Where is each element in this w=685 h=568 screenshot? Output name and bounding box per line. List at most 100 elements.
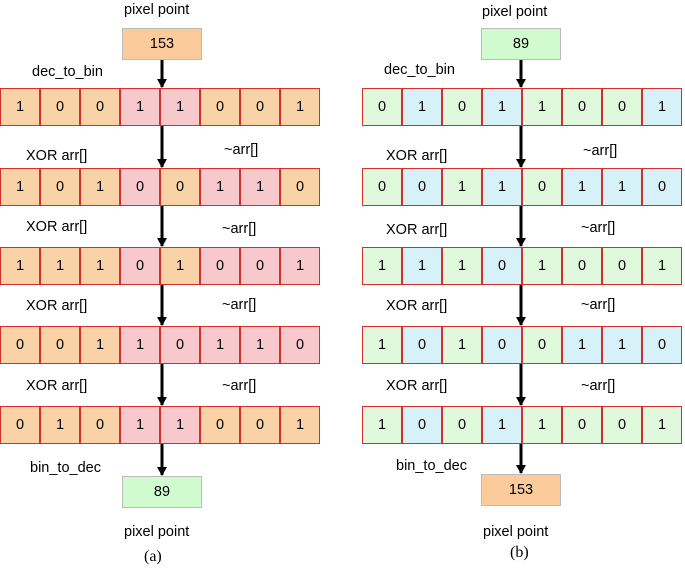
bit-cell: 1 bbox=[522, 88, 562, 126]
bit-cell: 1 bbox=[280, 247, 320, 285]
bit-cell: 1 bbox=[562, 326, 602, 364]
bit-cell: 0 bbox=[240, 88, 280, 126]
bit-cell: 0 bbox=[280, 326, 320, 364]
bit-cell: 0 bbox=[240, 406, 280, 444]
bit-cell: 1 bbox=[40, 247, 80, 285]
bit-cell: 1 bbox=[362, 406, 402, 444]
xor-label: XOR arr[] bbox=[386, 298, 448, 314]
bit-cell: 1 bbox=[362, 247, 402, 285]
bit-cell: 1 bbox=[120, 326, 160, 364]
xor-label: XOR arr[] bbox=[26, 219, 88, 235]
bit-cell: 1 bbox=[642, 88, 682, 126]
bit-cell: 0 bbox=[362, 168, 402, 206]
bit-cell: 1 bbox=[120, 88, 160, 126]
xor-label: XOR arr[] bbox=[26, 148, 88, 164]
bit-cell: 1 bbox=[642, 406, 682, 444]
top-pixel-point-label: pixel point bbox=[482, 4, 548, 20]
bit-cell: 0 bbox=[482, 247, 522, 285]
not-label: ~arr[] bbox=[222, 378, 257, 394]
bit-cell: 1 bbox=[0, 88, 40, 126]
bit-cell: 1 bbox=[642, 247, 682, 285]
bit-cell: 1 bbox=[240, 168, 280, 206]
bit-cell: 1 bbox=[160, 247, 200, 285]
bottom-pixel-point-label: pixel point bbox=[483, 524, 549, 540]
bit-cell: 1 bbox=[120, 406, 160, 444]
bit-cell: 1 bbox=[80, 168, 120, 206]
bit-cell: 1 bbox=[522, 406, 562, 444]
not-label: ~arr[] bbox=[224, 142, 259, 158]
xor-label: XOR arr[] bbox=[386, 378, 448, 394]
bit-cell: 1 bbox=[40, 406, 80, 444]
input-pixel-box: 153 bbox=[122, 28, 202, 60]
bit-cell: 0 bbox=[240, 247, 280, 285]
bit-cell: 0 bbox=[602, 406, 642, 444]
not-label: ~arr[] bbox=[222, 221, 257, 237]
bit-cell: 1 bbox=[402, 247, 442, 285]
bin-to-dec-label: bin_to_dec bbox=[30, 460, 101, 476]
bit-cell: 0 bbox=[442, 88, 482, 126]
bit-cell: 0 bbox=[160, 326, 200, 364]
caption: (a) bbox=[144, 548, 162, 565]
bit-cell: 0 bbox=[402, 326, 442, 364]
bit-cell: 1 bbox=[0, 168, 40, 206]
bit-cell: 0 bbox=[40, 88, 80, 126]
bit-cell: 0 bbox=[522, 168, 562, 206]
output-pixel-box: 153 bbox=[481, 474, 561, 506]
bit-cell: 1 bbox=[80, 247, 120, 285]
bit-cell: 1 bbox=[482, 168, 522, 206]
bit-cell: 1 bbox=[362, 326, 402, 364]
bit-cell: 1 bbox=[160, 406, 200, 444]
bit-cell: 1 bbox=[402, 88, 442, 126]
bit-cell: 0 bbox=[402, 406, 442, 444]
bit-cell: 0 bbox=[562, 247, 602, 285]
bit-cell: 0 bbox=[602, 247, 642, 285]
bit-cell: 1 bbox=[482, 88, 522, 126]
top-pixel-point-label: pixel point bbox=[124, 2, 190, 18]
bit-cell: 0 bbox=[562, 406, 602, 444]
bin-to-dec-label: bin_to_dec bbox=[396, 458, 467, 474]
bit-cell: 1 bbox=[522, 247, 562, 285]
bit-cell: 0 bbox=[642, 326, 682, 364]
dec-to-bin-label: dec_to_bin bbox=[32, 64, 103, 80]
bit-cell: 1 bbox=[442, 326, 482, 364]
bit-cell: 0 bbox=[562, 88, 602, 126]
bit-cell: 0 bbox=[160, 168, 200, 206]
xor-label: XOR arr[] bbox=[26, 378, 88, 394]
dec-to-bin-label: dec_to_bin bbox=[384, 62, 455, 78]
not-label: ~arr[] bbox=[581, 378, 616, 394]
bit-cell: 1 bbox=[280, 88, 320, 126]
bit-cell: 0 bbox=[402, 168, 442, 206]
bit-cell: 0 bbox=[442, 406, 482, 444]
bit-cell: 1 bbox=[0, 247, 40, 285]
not-label: ~arr[] bbox=[222, 297, 257, 313]
bit-cell: 1 bbox=[280, 406, 320, 444]
panel-a: pixel point 153 dec_to_bin XOR arr[] ~ar… bbox=[0, 0, 340, 568]
xor-label: XOR arr[] bbox=[386, 148, 448, 164]
xor-label: XOR arr[] bbox=[26, 298, 88, 314]
bit-cell: 0 bbox=[280, 168, 320, 206]
panel-b: pixel point 89 dec_to_bin XOR arr[] ~arr… bbox=[362, 0, 685, 568]
bit-cell: 0 bbox=[120, 247, 160, 285]
bit-cell: 0 bbox=[200, 406, 240, 444]
bit-cell: 1 bbox=[482, 406, 522, 444]
bit-cell: 1 bbox=[442, 247, 482, 285]
bottom-pixel-point-label: pixel point bbox=[124, 524, 190, 540]
bit-cell: 0 bbox=[362, 88, 402, 126]
bit-cell: 0 bbox=[80, 88, 120, 126]
bit-cell: 0 bbox=[0, 406, 40, 444]
bit-cell: 1 bbox=[160, 88, 200, 126]
bit-cell: 1 bbox=[562, 168, 602, 206]
bit-cell: 0 bbox=[602, 88, 642, 126]
bit-cell: 1 bbox=[602, 168, 642, 206]
bit-cell: 0 bbox=[80, 406, 120, 444]
bit-cell: 0 bbox=[482, 326, 522, 364]
bit-cell: 0 bbox=[200, 88, 240, 126]
bit-cell: 1 bbox=[602, 326, 642, 364]
bit-cell: 1 bbox=[442, 168, 482, 206]
bit-cell: 0 bbox=[642, 168, 682, 206]
bit-cell: 1 bbox=[240, 326, 280, 364]
output-pixel-box: 89 bbox=[122, 476, 202, 508]
not-label: ~arr[] bbox=[583, 143, 618, 159]
bit-cell: 0 bbox=[40, 326, 80, 364]
bit-cell: 1 bbox=[200, 168, 240, 206]
